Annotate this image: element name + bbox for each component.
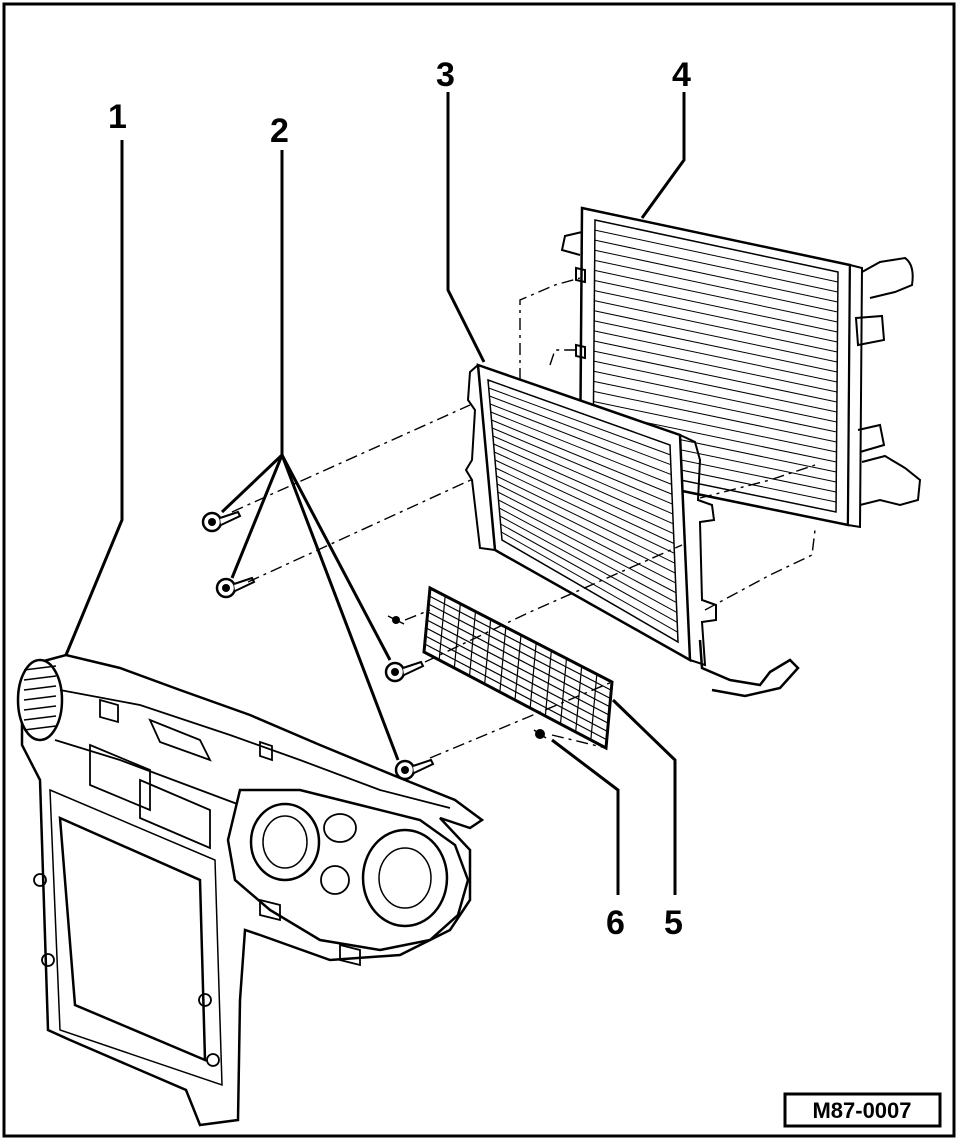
alignment-lines (231, 277, 816, 759)
screws (201, 510, 435, 781)
callout-2: 2 (270, 112, 289, 150)
screw (384, 660, 425, 683)
callout-4: 4 (672, 56, 691, 94)
callout-6: 6 (606, 904, 625, 942)
screw (215, 576, 256, 599)
clip-fastener (533, 729, 547, 739)
ac-condenser (464, 363, 800, 698)
callout-3: 3 (436, 56, 455, 94)
screw (394, 758, 435, 781)
callout-1: 1 (108, 98, 127, 136)
lock-carrier-front-end (16, 653, 485, 1127)
leader-lines (64, 92, 686, 895)
callout-5: 5 (664, 904, 683, 942)
clip-fastener-upper (387, 615, 405, 625)
figure-code: M87-0007 (812, 1098, 911, 1123)
figure-code-box: M87-0007 (783, 1092, 942, 1128)
front-grille-mesh (422, 585, 614, 751)
screw (201, 510, 242, 533)
